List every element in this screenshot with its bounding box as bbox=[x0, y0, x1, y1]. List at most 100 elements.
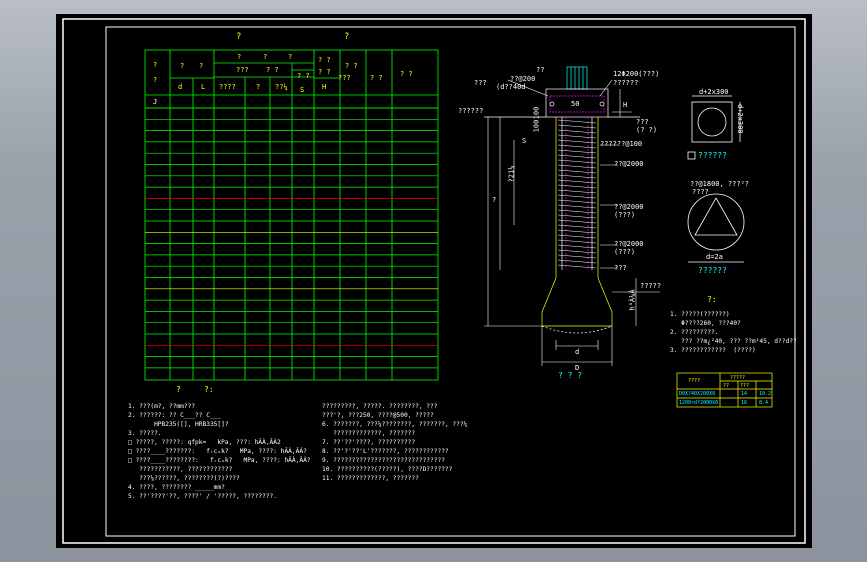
spec-row2-col1: 1200<d?2000X8 bbox=[679, 400, 719, 406]
note-left-line: 4. ????, ???????? _____mm? bbox=[128, 484, 225, 491]
spiral-hoop-line bbox=[557, 164, 597, 169]
spiral-hoop-line bbox=[557, 199, 597, 204]
note-left-line: ???¼??????, ????????(?)???? bbox=[128, 475, 240, 482]
top-q-label: ?? bbox=[536, 66, 545, 74]
spiral-hoop-line bbox=[557, 224, 597, 229]
spiral-hoop-line bbox=[557, 214, 597, 219]
note-mid-line: ???'?, ???250, ????@500, ????? bbox=[322, 412, 434, 419]
col-header-o: ? ? bbox=[318, 68, 331, 76]
table-sub-q3: ? bbox=[288, 53, 293, 61]
spiral-hoop-line bbox=[557, 119, 597, 124]
spiral-hoop-line bbox=[557, 189, 597, 194]
col-header-h: ??¼ bbox=[275, 83, 288, 91]
spiral-hoop-line bbox=[557, 249, 597, 254]
col-header-k2: ??? bbox=[338, 74, 351, 82]
note-mid-line: 9. ?????????????????????????????? bbox=[322, 457, 445, 464]
general-notes-middle: ?????????, ?????. ????????, ??? ???'?, ??… bbox=[322, 402, 467, 483]
spiral-hoop-line bbox=[557, 169, 597, 174]
spiral-hoop-line bbox=[557, 264, 597, 269]
note-left-line: HPB235([], HRB335[]? bbox=[128, 421, 229, 428]
table-title-q1: ? bbox=[236, 32, 242, 42]
spec-header-3: ?? bbox=[723, 383, 730, 389]
elevation-dimensions bbox=[484, 79, 660, 366]
spec-row2-col3: 8.4 bbox=[759, 400, 769, 406]
note-right-line: Φ????260, ???40? bbox=[670, 320, 741, 327]
cap-h-label: H bbox=[623, 101, 628, 109]
drawing-area[interactable] bbox=[56, 14, 812, 548]
spiral-hoop-line bbox=[557, 184, 597, 189]
hoop-top-label: ??@200 bbox=[510, 75, 536, 83]
table-sub-q1: ? bbox=[237, 53, 242, 61]
note-left-line: □ ????____???????: fᵣcᵤk? MPa, ????: hÂÀ… bbox=[128, 448, 307, 455]
table-body-rows bbox=[145, 107, 438, 369]
table-title-q2: ? bbox=[344, 32, 350, 42]
spec-header-1: ???? bbox=[688, 378, 701, 384]
note-mid-line: ?????????????, ??????? bbox=[322, 430, 416, 437]
spec-row1-col1: D0X?40X200X8 bbox=[679, 391, 716, 397]
s-label: S bbox=[522, 137, 527, 145]
spiral-hoop-line bbox=[557, 239, 597, 244]
col-header-l: ? ? bbox=[266, 66, 279, 74]
spiral-hoop-line bbox=[557, 254, 597, 259]
note-mid-line: 11. ?????????????, ??????? bbox=[322, 475, 419, 482]
col-header-e: L bbox=[201, 83, 206, 91]
circle-dim: d=2a bbox=[706, 253, 723, 261]
dim-100b: 100 bbox=[532, 119, 541, 133]
side-label-1: ??? bbox=[636, 118, 649, 126]
note-left-line: □ ????____????????: fᵣcᵤk? MPa, ????: hÂ… bbox=[128, 457, 311, 464]
dim-left-2: ? bbox=[492, 196, 497, 204]
spiral-hoop-line bbox=[557, 174, 597, 179]
note-mid-line: 10. ??????????(?????), ????D??????? bbox=[322, 466, 453, 473]
side-label-5b: (???) bbox=[614, 248, 636, 256]
side-label-2: ??????@100 bbox=[600, 140, 643, 148]
note-mid-line: ?????????, ?????. ????????, ??? bbox=[322, 403, 438, 410]
circle-section bbox=[687, 193, 745, 263]
note-left-line: 1. ???(m?, ??mm??? bbox=[128, 403, 196, 410]
spiral-hoop-line bbox=[557, 179, 597, 184]
side-label-5: ??@2000 bbox=[614, 240, 644, 248]
spec-header-4: ??? bbox=[740, 383, 750, 389]
circle-caption: ?????? bbox=[698, 266, 727, 275]
bell-D-label: D bbox=[575, 364, 580, 372]
spiral-hoop-line bbox=[557, 124, 597, 129]
col-header-m2: ? ? bbox=[400, 70, 413, 78]
right-notes-heading: ?: bbox=[707, 295, 717, 304]
table-footer-q1: ? bbox=[176, 385, 181, 394]
col-header-a: ? ? bbox=[153, 61, 158, 84]
spec-row2-col2: 16 bbox=[741, 400, 748, 406]
col-header-k: ??? bbox=[236, 66, 249, 74]
note-right-line: ??? ??m¿²40, ??? ??m²45, d??d?? bbox=[670, 338, 797, 345]
main-bar-label: 12Φ200(???) bbox=[613, 70, 660, 78]
spec-row1-col3: 10.2 bbox=[759, 391, 772, 397]
elevation-caption: ? ? ? bbox=[558, 371, 583, 380]
dim-100a: 100 bbox=[532, 106, 541, 120]
note-right-line: 3. ???????????? (????) bbox=[670, 347, 756, 354]
bell-h-label: h³À¼À bbox=[628, 289, 637, 311]
col-header-s: S bbox=[300, 86, 305, 94]
dim-left-1: ?21¼ bbox=[507, 165, 516, 183]
square-caption: ?????? bbox=[698, 151, 727, 160]
spiral-hoops bbox=[557, 119, 597, 269]
table-sub-q2: ? bbox=[263, 53, 268, 61]
outer-frame bbox=[62, 18, 806, 544]
col-header-g: ? bbox=[256, 83, 261, 91]
spec-header-2: ????? bbox=[730, 375, 746, 381]
table-footer-q2: ?: bbox=[204, 385, 214, 394]
note-mid-line: 6. ???????, ???¼????????, ???????, ???¼ bbox=[322, 421, 468, 428]
spiral-hoop-line bbox=[557, 144, 597, 149]
pile-elevation bbox=[484, 66, 640, 334]
spiral-hoop-line bbox=[557, 209, 597, 214]
spiral-hoop-line bbox=[557, 259, 597, 264]
row-label-j: J bbox=[153, 98, 158, 106]
spiral-hoop-line bbox=[557, 219, 597, 224]
spiral-hoop-line bbox=[557, 129, 597, 134]
note-mid-line: 8. ??'?'??'L'???????, ???????????? bbox=[322, 448, 449, 455]
note-right-line: 2. ?????????. bbox=[670, 329, 719, 336]
spiral-label: ?????? bbox=[613, 79, 639, 87]
general-notes-left: 1. ???(m?, ??mm???2. ??????: ?? C___?? C… bbox=[128, 402, 311, 501]
side-label-4b: (???) bbox=[614, 211, 636, 219]
spiral-hoop-line bbox=[557, 234, 597, 239]
spiral-hoop-line bbox=[557, 204, 597, 209]
square-dim-2: d+2x300 bbox=[736, 104, 744, 134]
